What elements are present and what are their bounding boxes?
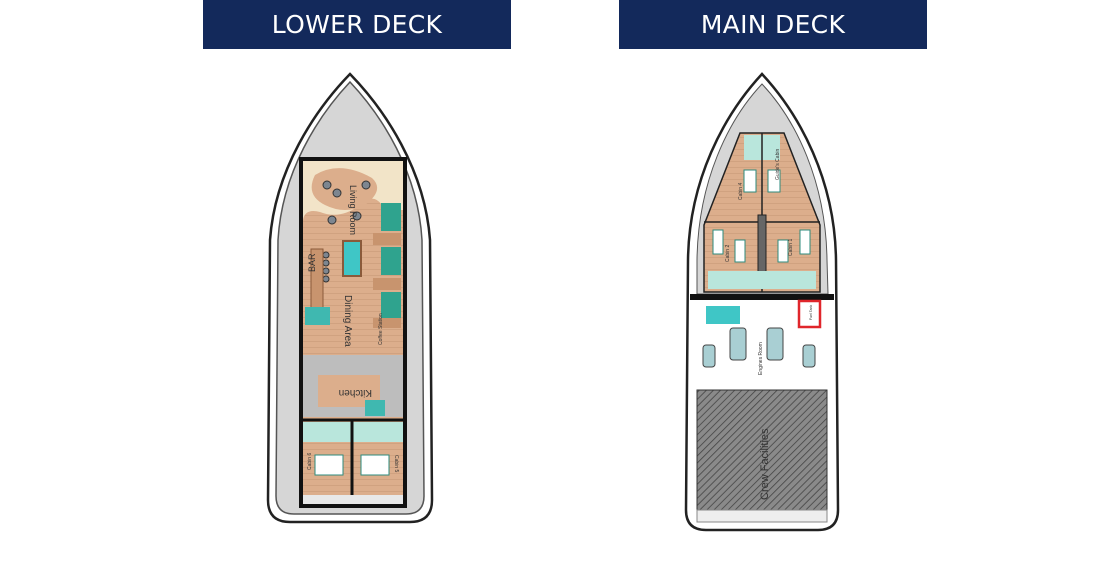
label-cabin-1: Cabin 1 bbox=[788, 239, 794, 256]
main-deck-plan: Cabin 4 Guide's Cabin Cabin 2 Cabin 1 Fu… bbox=[684, 72, 840, 532]
lower-deck-header: LOWER DECK bbox=[203, 0, 511, 49]
crew-facilities-area bbox=[696, 389, 828, 511]
stairs bbox=[342, 240, 362, 277]
label-cabin-2: Cabin 2 bbox=[725, 245, 731, 262]
label-dining-area: Dining Area bbox=[342, 295, 353, 347]
label-cabin-4: Cabin 4 bbox=[738, 183, 744, 200]
dining-benches bbox=[373, 203, 401, 328]
label-guides-cabin: Guide's Cabin bbox=[775, 149, 781, 180]
label-engines-room: Engines Room bbox=[758, 342, 764, 375]
label-crew-facilities: Crew Facilities bbox=[759, 428, 771, 500]
label-cabin-5: Cabin 5 bbox=[393, 455, 399, 472]
label-cabin-6: Cabin 6 bbox=[307, 453, 313, 470]
fuel-tank-box bbox=[797, 299, 822, 329]
lower-deck-plan: Living Room BAR Dining Area Coffee Stati… bbox=[266, 72, 434, 524]
label-bar: BAR bbox=[307, 253, 317, 272]
label-coffee-station: Coffee Station bbox=[378, 313, 384, 345]
label-living-room: Living Room bbox=[348, 185, 358, 235]
label-kitchen: Kitchen bbox=[339, 387, 372, 398]
main-deck-header: MAIN DECK bbox=[619, 0, 927, 49]
label-fuel-tank: Fuel Tank bbox=[809, 305, 813, 320]
